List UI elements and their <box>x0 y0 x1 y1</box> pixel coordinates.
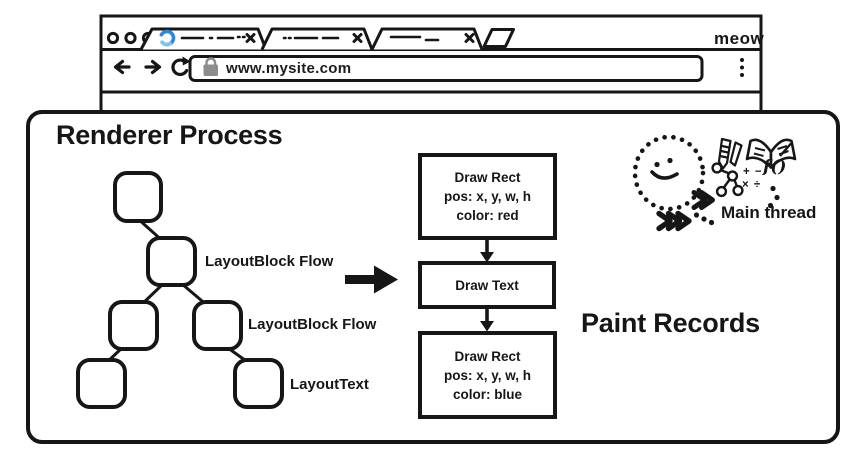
paint-record-boxes <box>418 153 557 419</box>
paint-box-1-text: Draw Rect pos: x, y, w, h color: red <box>422 157 553 236</box>
browser-brand-logo: meow <box>714 29 765 48</box>
tree-node-root <box>113 171 163 223</box>
tab-1-title-scribble <box>180 35 246 40</box>
paint-flow-arrows <box>480 240 494 332</box>
menu-dots-icon[interactable] <box>740 58 744 77</box>
math-symbols-icon: + − <box>743 166 763 178</box>
tree-label-layouttext: LayoutText <box>290 376 369 393</box>
tree-label-layoutblock-flow-1: LayoutBlock Flow <box>205 253 334 270</box>
new-tab-button[interactable] <box>482 28 515 48</box>
smiley-face-icon <box>650 157 679 180</box>
tree-node-layouttext <box>233 358 284 409</box>
paint-box-draw-text <box>418 261 556 309</box>
pencil-icons <box>717 137 743 170</box>
dotted-bubble <box>632 134 706 212</box>
renderer-process-title: Renderer Process <box>56 120 283 150</box>
tab-loading-spinner-icon <box>158 29 176 47</box>
flow-arrow-icon <box>345 265 398 294</box>
main-thread-label: Main thread <box>721 203 817 222</box>
window-button-1[interactable] <box>106 31 120 45</box>
main-thread-doodle <box>632 134 797 232</box>
dom-tree-icon <box>711 162 744 198</box>
tab-1-close-icon[interactable] <box>245 33 256 43</box>
math-symbols-icon-2: × ÷ <box>742 179 762 191</box>
paint-box-3-line-3: color: blue <box>452 386 522 402</box>
browser-window <box>99 14 763 120</box>
window-button-2[interactable] <box>124 31 137 45</box>
spinner-arc-light <box>158 29 176 47</box>
tab-2-close-icon[interactable] <box>352 33 363 43</box>
paint-box-1-line-2: pos: x, y, w, h <box>443 189 531 204</box>
paint-box-draw-rect-red <box>418 153 557 240</box>
tree-node-layoutblock-2 <box>192 300 243 351</box>
paint-box-3-line-2: pos: x, y, w, h <box>443 367 531 383</box>
tab-3-title-scribble <box>389 35 440 42</box>
tree-node-child-left <box>108 300 159 351</box>
layout-tree-nodes <box>76 171 284 409</box>
tree-node-layoutblock-1 <box>146 236 197 287</box>
back-button[interactable] <box>113 59 131 75</box>
tree-label-layoutblock-flow-2: LayoutBlock Flow <box>248 316 377 333</box>
function-icon: f() <box>763 157 787 177</box>
address-bar-url: www.mysite.com <box>226 60 352 77</box>
paint-records-heading: Paint Records <box>581 308 760 338</box>
paint-box-draw-rect-blue <box>418 331 557 419</box>
tree-node-leaf-left <box>76 358 127 409</box>
dotted-trail <box>693 185 780 226</box>
paint-box-2-line-1: Draw Text <box>455 277 519 293</box>
lock-icon <box>203 57 218 76</box>
paint-box-3-text: Draw Rect pos: x, y, w, h color: blue <box>422 335 553 415</box>
paint-box-3-line-1: Draw Rect <box>454 348 521 364</box>
address-bar[interactable] <box>188 55 704 82</box>
paint-box-2-text: Draw Text <box>422 265 552 305</box>
book-icon <box>745 138 797 169</box>
reload-button[interactable] <box>171 56 191 77</box>
paint-box-1-line-3: color: red <box>456 208 519 223</box>
forward-button[interactable] <box>144 59 162 75</box>
chevron-arrows-icon <box>656 190 715 232</box>
tab-3-close-icon[interactable] <box>464 33 475 43</box>
paint-box-1-line-1: Draw Rect <box>454 170 521 185</box>
